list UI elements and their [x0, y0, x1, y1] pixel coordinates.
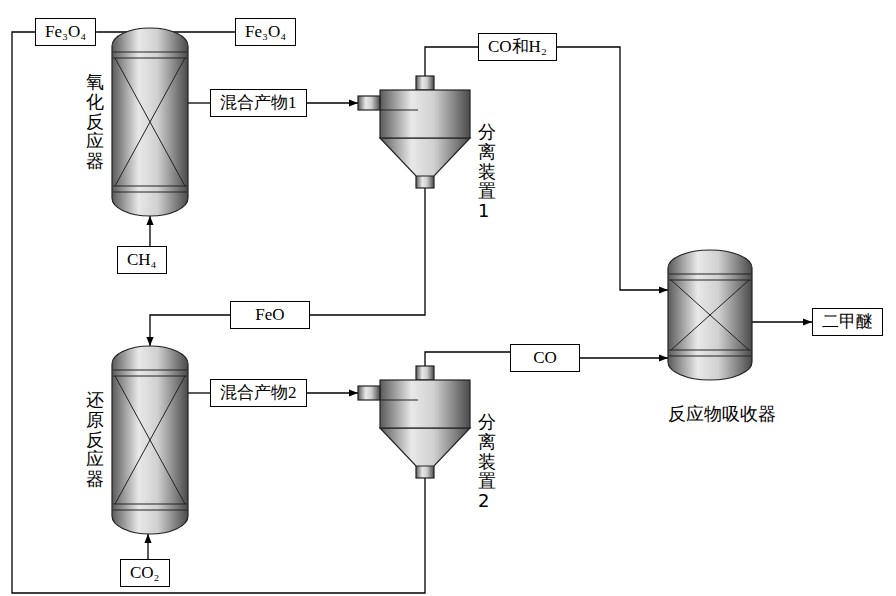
flow-line [557, 47, 668, 290]
flow-line [188, 102, 210, 103]
inlet-pipe [358, 386, 380, 400]
box-label: CH₄ [127, 249, 157, 271]
process-box: 混合产物1 [210, 89, 307, 117]
packing-cross [115, 58, 185, 186]
flow-line [425, 47, 478, 76]
vessel-band [669, 280, 751, 281]
flow-line [307, 392, 359, 393]
flow-line [12, 32, 425, 593]
vessel-band [113, 186, 187, 187]
box-label: 二甲醚 [822, 311, 873, 333]
vessel-label: 分离装置2 [478, 412, 496, 511]
packing-cross [671, 280, 749, 350]
absorber-vessel: 反应物吸收器 [668, 250, 752, 380]
flow-line [307, 102, 359, 103]
top-outlet [416, 76, 434, 90]
vessel-label: 反应物吸收器 [668, 402, 752, 426]
flow-line [147, 534, 148, 559]
flow-line [188, 392, 210, 393]
box-label: Fe₃O₄ [245, 21, 286, 43]
separator-cylinder [380, 90, 470, 138]
box-label: 混合产物2 [220, 382, 297, 404]
vessel-drawing [668, 250, 752, 380]
vessel-band [113, 52, 187, 53]
vessel-drawing [358, 366, 472, 478]
vessel-band [669, 274, 751, 275]
separator-cone [380, 428, 470, 466]
separator-cone [380, 138, 470, 176]
vessel-drawing [358, 76, 472, 188]
flow-line [150, 315, 230, 346]
top-outlet [416, 366, 434, 380]
separator-cylinder [380, 380, 470, 428]
packing-cross [115, 376, 185, 504]
vessel-band [113, 376, 187, 377]
process-box: FeO [230, 301, 310, 329]
box-label: CO [520, 347, 570, 369]
reactor-vessel: 氧化反应器 [112, 28, 188, 216]
vessel-band [113, 370, 187, 371]
flow-line [310, 188, 425, 315]
vessel-body [112, 28, 188, 216]
inlet-pipe [358, 96, 380, 110]
vessel-drawing [112, 346, 188, 534]
box-label: 混合产物1 [220, 92, 297, 114]
vessel-body [112, 346, 188, 534]
box-label: CO₂ [130, 562, 160, 584]
flow-line [752, 321, 812, 322]
packing-cross [115, 58, 185, 186]
box-label: CO和H₂ [488, 36, 547, 58]
vessel-band [669, 350, 751, 351]
process-box: CO₂ [120, 559, 170, 587]
packing-cross [115, 376, 185, 504]
flow-line [580, 357, 668, 358]
vessel-band [113, 192, 187, 193]
inlet-baffle [380, 109, 418, 110]
vessel-band [669, 356, 751, 357]
process-box: 混合产物2 [210, 379, 307, 407]
box-label: FeO [240, 304, 300, 326]
flow-line [425, 352, 510, 366]
packing-cross [671, 280, 749, 350]
process-box: 二甲醚 [812, 308, 883, 336]
vessel-label: 分离装置1 [478, 122, 496, 221]
process-box: CH₄ [117, 246, 167, 274]
vessel-band [113, 510, 187, 511]
vessel-drawing [112, 28, 188, 216]
vessel-band [113, 58, 187, 59]
inlet-baffle [380, 399, 418, 400]
reactor-vessel: 还原反应器 [112, 346, 188, 534]
vessel-band [113, 504, 187, 505]
separator-cyclone: 分离装置2 [358, 366, 472, 478]
process-box: CO [510, 344, 580, 372]
vessel-body [668, 250, 752, 380]
box-label: Fe₃O₄ [45, 21, 86, 43]
flow-line [149, 216, 150, 246]
vessel-label: 还原反应器 [86, 390, 104, 489]
process-box: CO和H₂ [478, 33, 557, 61]
process-box: Fe₃O₄ [235, 18, 296, 46]
vessel-label: 氧化反应器 [86, 72, 104, 171]
process-box: Fe₃O₄ [35, 18, 96, 46]
separator-cyclone: 分离装置1 [358, 76, 472, 188]
